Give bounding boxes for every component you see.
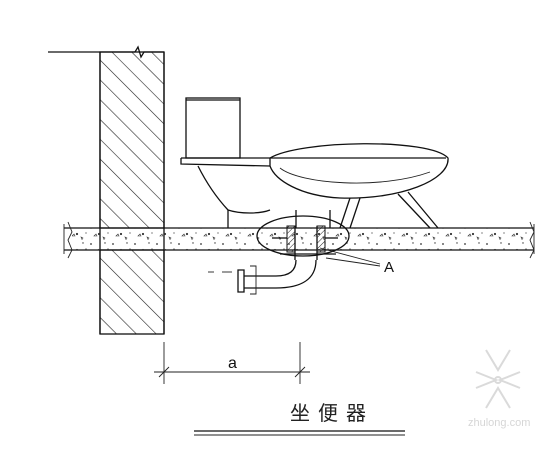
callout-a: A <box>319 247 394 276</box>
drawing-title: 坐便器 <box>290 401 374 425</box>
watermark-text: zhulong.com <box>468 417 530 429</box>
drain-detail <box>256 215 350 260</box>
dimension-label: a <box>228 355 237 372</box>
toilet-bowl <box>180 143 449 229</box>
dimension-a: a <box>154 342 310 384</box>
wall <box>48 45 165 335</box>
watermark: zhulong.com <box>468 349 530 429</box>
drain-pipe <box>208 259 317 295</box>
callout-label: A <box>384 259 394 276</box>
toilet-tank <box>185 97 241 159</box>
floor-slab <box>63 221 535 259</box>
title-block: 坐便器 <box>194 401 405 436</box>
